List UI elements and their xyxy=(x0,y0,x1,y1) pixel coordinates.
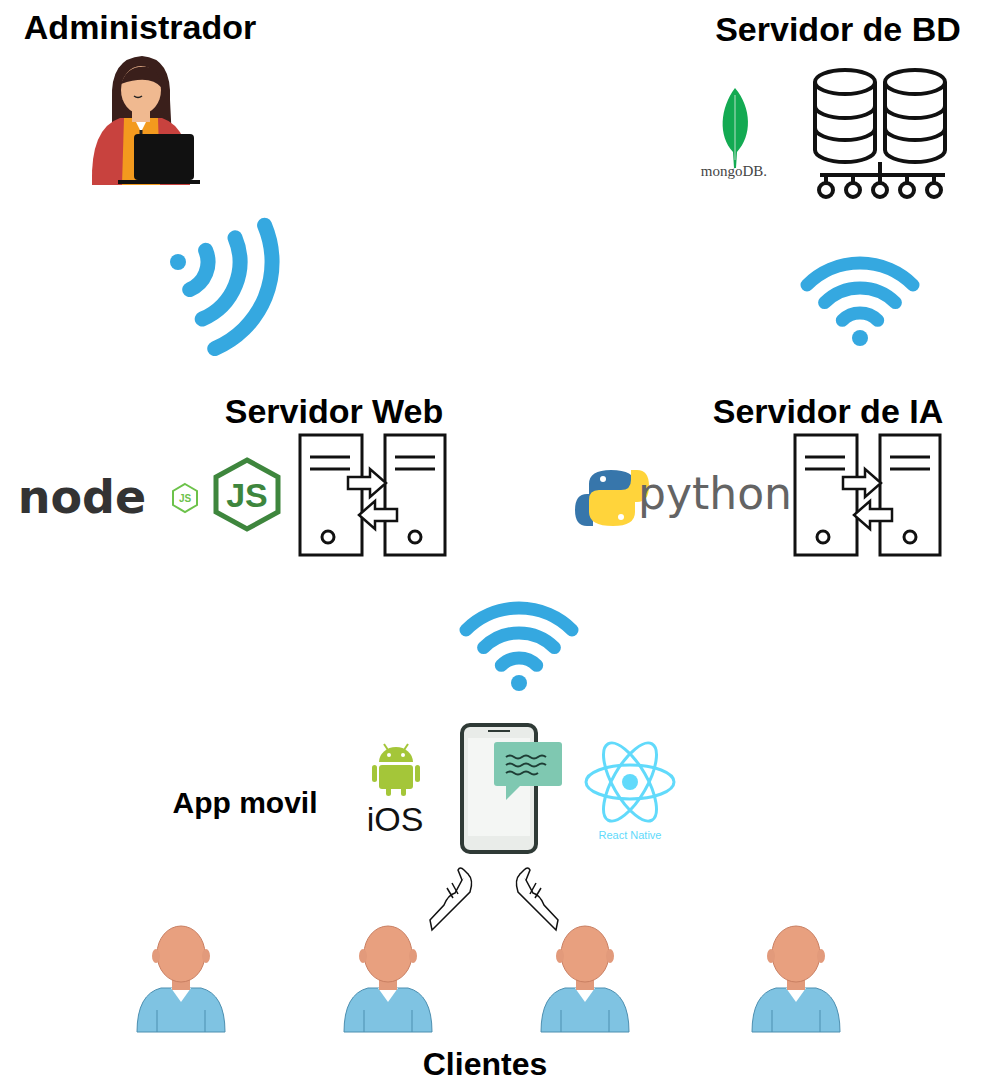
js-badge xyxy=(173,484,197,512)
admin-figure xyxy=(92,56,200,185)
leaf-vein xyxy=(735,95,736,160)
clients-heading: Clientes xyxy=(423,1047,547,1082)
database-icon xyxy=(815,70,945,197)
wifi-symbol xyxy=(807,263,913,320)
mongodb-leaf xyxy=(723,88,748,168)
client-figure xyxy=(752,926,840,1032)
component-node: Clientes xyxy=(423,1047,547,1082)
web-server-icon xyxy=(300,435,445,555)
python-logo xyxy=(575,470,649,526)
logo-text: mongoDB. xyxy=(701,163,767,180)
react-logo xyxy=(586,735,674,828)
hands-icon xyxy=(430,868,558,930)
logo-text: React Native xyxy=(599,829,662,841)
server-heading: Servidor de IA xyxy=(713,393,944,430)
wifi-symbol xyxy=(466,608,572,665)
logo-text: JS xyxy=(226,477,268,514)
client-figure xyxy=(344,926,432,1032)
logo-text: node xyxy=(18,472,146,523)
wifi-dot xyxy=(511,675,527,691)
component-node: Servidor Web xyxy=(225,393,444,430)
client-figure xyxy=(137,926,225,1032)
app-heading: App movil xyxy=(172,786,317,819)
wifi-dot xyxy=(852,330,868,346)
logo-text: JS xyxy=(179,493,191,504)
android-icon xyxy=(372,744,420,796)
logo-text: python xyxy=(638,470,792,518)
platform-text: iOS xyxy=(367,801,424,838)
wireless-symbol xyxy=(173,208,290,359)
component-node: Servidor de BD xyxy=(715,11,961,48)
js-hexagon xyxy=(216,460,278,529)
wireless-dot xyxy=(170,254,186,270)
component-node: Servidor de IA xyxy=(713,393,944,430)
client-figure xyxy=(541,926,629,1032)
component-node: App movil xyxy=(172,786,317,819)
ai-server-icon xyxy=(795,435,940,555)
component-node: Administrador xyxy=(24,9,256,46)
server-heading: Servidor de BD xyxy=(715,11,961,48)
actor-heading: Administrador xyxy=(24,9,256,46)
phone-icon xyxy=(462,725,562,852)
server-heading: Servidor Web xyxy=(225,393,444,430)
